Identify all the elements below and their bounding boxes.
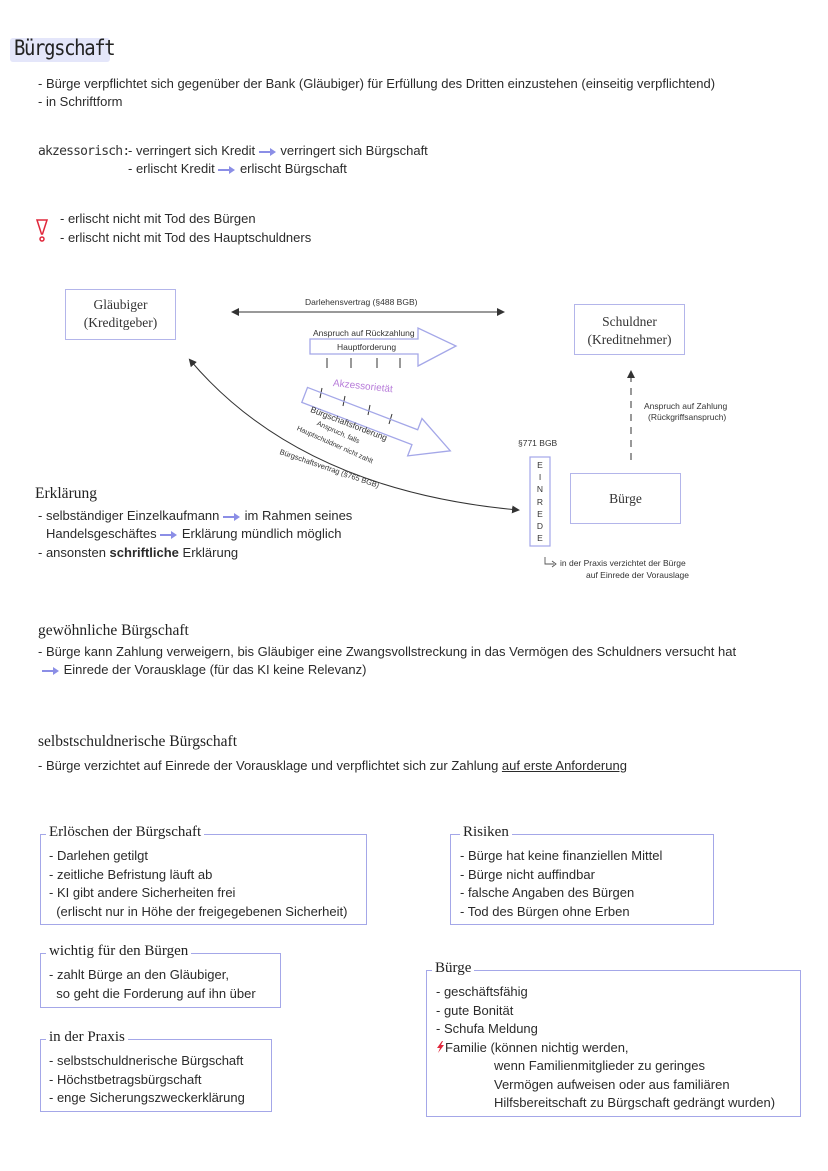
list-item: - Höchstbetragsbürgschaft (49, 1071, 202, 1087)
arrow-right-icon (160, 530, 178, 539)
darlehensvertrag-label: Darlehensvertrag (§488 BGB) (305, 297, 418, 307)
einrede-letter: R (536, 496, 544, 507)
paragraph-771-label: §771 BGB (518, 438, 558, 448)
selbstschuldnerisch-line: - Bürge verzichtet auf Einrede der Vorau… (38, 757, 627, 776)
akzessorisch-line-1: - verringert sich Kredit verringert sich… (128, 142, 428, 161)
exclamation-icon (36, 219, 48, 242)
list-item: - Bürge nicht auffindbar (460, 866, 595, 882)
hauptforderung-label: Hauptforderung (337, 342, 397, 352)
list-item: (erlischt nur in Höhe der freigegebenen … (49, 903, 348, 919)
buerge-box: Bürge (570, 473, 681, 524)
gewoehnlich-line-2: Einrede der Vorausklage (für das KI kein… (42, 661, 366, 680)
schuldner-sub: (Kreditnehmer) (587, 332, 672, 347)
list-item: - Bürge hat keine finanziellen Mittel (460, 848, 663, 863)
einrede-letter: I (538, 472, 542, 483)
erkl-bold: schriftliche (109, 545, 179, 560)
akz-text: verringert sich Bürgschaft (280, 143, 428, 158)
hauptforderung-arrow (309, 326, 458, 368)
praxis-hook-arrow (544, 557, 554, 565)
erklaerung-line-2: Handelsgeschäftes Erklärung mündlich mög… (46, 525, 342, 544)
erklaerung-line-1: - selbständiger Einzelkaufmann im Rahmen… (38, 507, 352, 526)
list-item: Vermögen aufweisen oder aus familiären (494, 1076, 730, 1092)
list-item: - Schufa Meldung (436, 1021, 538, 1036)
selbstschuldnerisch-heading: selbstschuldnerische Bürgschaft (38, 733, 238, 750)
lightning-icon (437, 1040, 444, 1053)
erkl-text: im Rahmen seines (244, 508, 353, 523)
einrede-letter: E (537, 508, 543, 519)
buerge-title: Bürge (432, 960, 475, 977)
praxis-box: in der Praxis - selbstschuldnerische Bür… (40, 1029, 272, 1112)
selbst-underlined: auf erste Anforderung (501, 758, 627, 773)
rueckgriff-label: (Rückgriffsanspruch) (648, 412, 727, 422)
gewoehnlich-line-1: - Bürge kann Zahlung verweigern, bis Glä… (38, 644, 737, 659)
list-item: - zeitliche Befristung läuft ab (49, 866, 213, 882)
list-item: - enge Sicherungszweckerklärung (49, 1090, 245, 1105)
praxis-note-1: in der Praxis verzichtet der Bürge (560, 558, 686, 568)
list-item: - gute Bonität (436, 1002, 514, 1018)
list-item: - Tod des Bürgen ohne Erben (460, 903, 630, 919)
list-item: - selbstschuldnerische Bürgschaft (49, 1053, 244, 1068)
akzessorisch-line-2: - erlischt Kredit erlischt Bürgschaft (128, 160, 347, 179)
schuldner-box: Schuldner (Kreditnehmer) (574, 304, 685, 355)
gew-text: Einrede der Vorausklage (für das KI kein… (63, 662, 367, 677)
glaeubiger-sub: (Kreditgeber) (83, 315, 158, 330)
erloeschen-box: Erlöschen der Bürgschaft - Darlehen geti… (40, 824, 367, 925)
list-item: - falsche Angaben des Bürgen (460, 885, 635, 900)
list-item: - Darlehen getilgt (49, 848, 148, 863)
erkl-text: - selbständiger Einzelkaufmann (38, 508, 220, 523)
arrow-right-icon (42, 666, 59, 675)
selbst-text: - Bürge verzichtet auf Einrede der Vorau… (38, 758, 502, 773)
warning-line-1: - erlischt nicht mit Tod des Bürgen (60, 211, 256, 226)
diagram-lines (188, 308, 635, 568)
akz-text: - verringert sich Kredit (128, 143, 256, 158)
einrede-letter: E (537, 533, 543, 544)
erkl-text: - ansonsten (38, 545, 110, 560)
arrow-right-icon (218, 165, 236, 174)
einrede-letters: E I N R E D E (530, 459, 550, 544)
risiken-title: Risiken (460, 824, 512, 841)
einrede-letter: E (537, 460, 543, 470)
anspruch-zahlung-label: Anspruch auf Zahlung (644, 401, 728, 411)
intro-line-2: - in Schriftform (38, 94, 123, 109)
schuldner-label: Schuldner (602, 314, 657, 329)
gewoehnlich-heading: gewöhnliche Bürgschaft (38, 622, 189, 639)
einrede-box (529, 456, 551, 547)
akz-text: - erlischt Kredit (128, 161, 215, 176)
erkl-text: Erklärung mündlich möglich (181, 526, 342, 541)
warning-line-2: - erlischt nicht mit Tod des Hauptschuld… (60, 230, 312, 245)
glaeubiger-box: Gläubiger (Kreditgeber) (65, 289, 176, 340)
familie-text: Familie (können nichtig werden, (445, 1039, 629, 1055)
anspruch-rueckzahlung-label: Anspruch auf Rückzahlung (313, 328, 415, 338)
erkl-text: Erklärung (178, 545, 239, 560)
list-item: - zahlt Bürge an den Gläubiger, (49, 967, 229, 982)
akzessorisch-label: akzessorisch: (38, 144, 130, 159)
buergschaftsvertrag-arrow (188, 358, 520, 514)
erloeschen-title: Erlöschen der Bürgschaft (46, 824, 205, 841)
glaeubiger-label: Gläubiger (93, 297, 148, 312)
praxis-title: in der Praxis (46, 1029, 128, 1046)
list-item: wenn Familienmitglieder zu geringes (494, 1058, 705, 1073)
arrow-right-icon (223, 512, 241, 521)
buerge-requirements-box: Bürge - geschäftsfähig - gute Bonität - … (426, 960, 801, 1117)
list-item: Familie (können nichtig werden, (436, 1039, 775, 1058)
intro-line-1: - Bürge verpflichtet sich gegenüber der … (38, 76, 716, 91)
buerge-label: Bürge (609, 491, 642, 506)
list-item: Hilfsbereitschaft zu Bürgschaft gedrängt… (494, 1095, 776, 1110)
erkl-text: Handelsgeschäftes (46, 526, 157, 541)
list-item: - KI gibt andere Sicherheiten frei (49, 885, 236, 900)
akz-text: erlischt Bürgschaft (239, 161, 347, 176)
einrede-letter: D (536, 521, 544, 532)
praxis-note-2: auf Einrede der Vorauslage (586, 570, 690, 580)
title-highlight (10, 38, 110, 62)
erklaerung-heading: Erklärung (35, 485, 97, 502)
erklaerung-line-3: - ansonsten schriftliche Erklärung (38, 544, 238, 563)
page-title: Bürgschaft (14, 36, 116, 60)
risiken-box: Risiken - Bürge hat keine finanziellen M… (450, 824, 714, 925)
wichtig-box: wichtig für den Bürgen - zahlt Bürge an … (40, 943, 281, 1008)
einrede-letter: N (536, 484, 544, 495)
list-item: so geht die Forderung auf ihn über (49, 985, 256, 1001)
list-item: - geschäftsfähig (436, 984, 528, 999)
arrow-right-icon (258, 147, 276, 156)
wichtig-title: wichtig für den Bürgen (46, 943, 192, 960)
